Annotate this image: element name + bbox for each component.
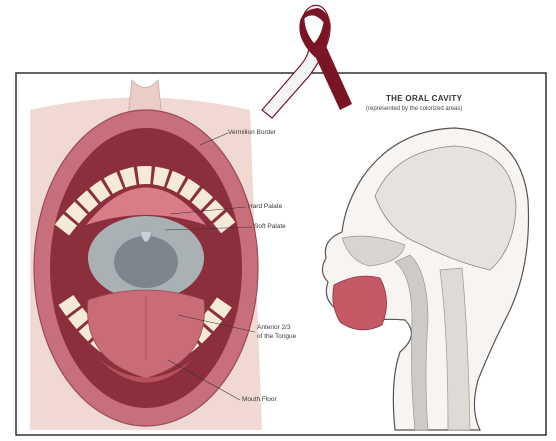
label-hard-palate: Hard Palate bbox=[248, 203, 282, 211]
oral-cavity-region bbox=[333, 276, 387, 330]
pharynx bbox=[114, 236, 178, 288]
label-anterior-tongue-2: of the Tongue bbox=[257, 333, 296, 341]
page-title: THE ORAL CAVITY bbox=[386, 94, 462, 103]
label-anterior-tongue-1: Anterior 2/3 bbox=[257, 324, 291, 332]
label-mouth-floor: Mouth Floor bbox=[242, 396, 277, 404]
label-vermilion-border: Vermilion Border bbox=[228, 129, 276, 137]
label-soft-palate: Soft Palate bbox=[254, 223, 286, 231]
page-subtitle: (represented by the colorized areas) bbox=[366, 106, 462, 112]
